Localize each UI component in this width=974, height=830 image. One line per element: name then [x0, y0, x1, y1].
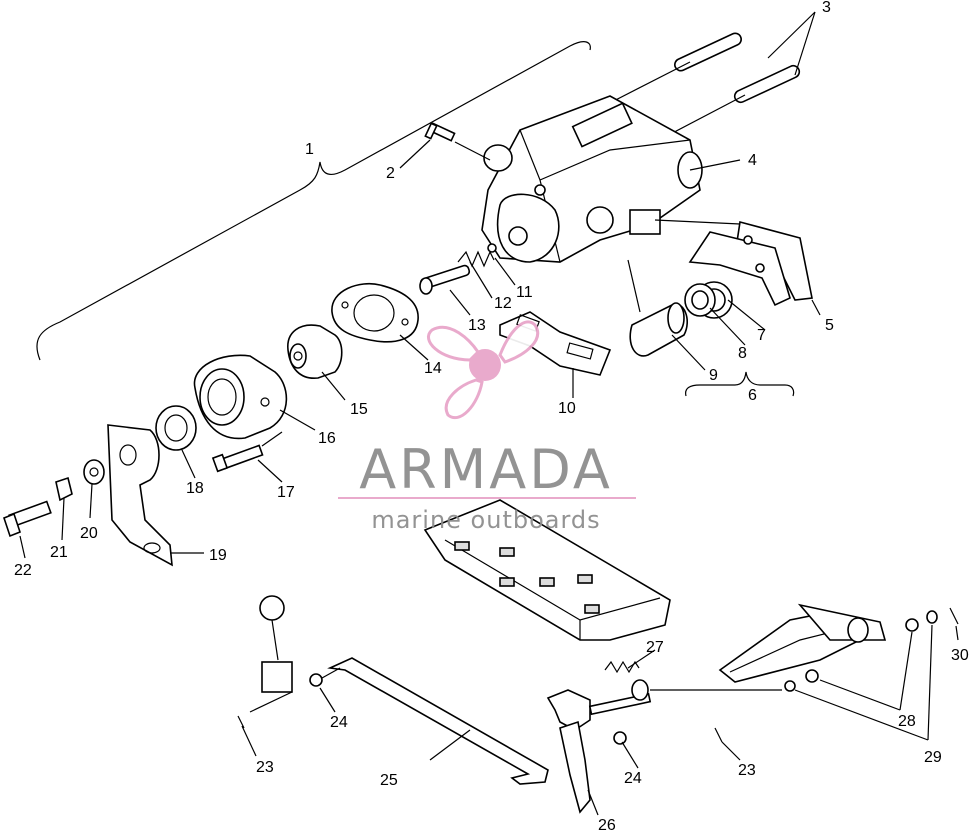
callout-13: 13	[468, 317, 486, 334]
callout-10: 10	[558, 400, 576, 417]
callout-12: 12	[494, 295, 512, 312]
part-2-screw	[424, 122, 491, 161]
part-20-22-fasteners	[3, 459, 105, 538]
callout-17: 17	[277, 484, 295, 501]
callout-9: 9	[709, 367, 718, 384]
watermark-tagline: marine outboards	[371, 506, 600, 534]
callout-24-left: 24	[330, 714, 348, 731]
callout-22: 22	[14, 562, 32, 579]
callout-16: 16	[318, 430, 336, 447]
part-27-spring	[604, 660, 640, 674]
part-25-rod	[309, 657, 549, 785]
callout-labels: 1 2 3 4 5 6 7 8 9 10 11 12 13 14 15 16 1…	[14, 0, 969, 830]
callout-24-right: 24	[624, 770, 642, 787]
callout-18: 18	[186, 480, 204, 497]
watermark: ARMADA marine outboards	[338, 320, 636, 534]
callout-8: 8	[738, 345, 747, 362]
watermark-brand: ARMADA	[359, 438, 613, 501]
part-4-housing	[481, 95, 703, 263]
callout-1: 1	[305, 141, 314, 158]
callout-26: 26	[598, 817, 616, 830]
part-3-pins	[599, 32, 801, 151]
callout-15: 15	[350, 401, 368, 418]
callout-25: 25	[380, 772, 398, 789]
leader-lines	[19, 11, 959, 816]
part-19-bracket	[107, 424, 173, 567]
callout-28: 28	[898, 713, 916, 730]
linkage-left	[237, 595, 293, 729]
callout-23-left: 23	[256, 759, 274, 776]
part-28-30-pedal	[690, 603, 959, 743]
propeller-icon	[427, 320, 540, 420]
part-26-lever	[546, 679, 690, 814]
callout-11: 11	[516, 284, 533, 301]
part-18-washer	[155, 405, 197, 451]
callout-3: 3	[822, 0, 831, 16]
part-5-plate	[654, 219, 813, 307]
callout-23-right: 23	[738, 762, 756, 779]
callout-2: 2	[386, 165, 395, 182]
bracket-assembly-6	[685, 371, 795, 397]
callout-21: 21	[50, 544, 68, 561]
callout-4: 4	[748, 152, 757, 169]
callout-20: 20	[80, 525, 98, 542]
callout-6: 6	[748, 387, 757, 404]
callout-30: 30	[951, 647, 969, 664]
bracket-assembly-1	[36, 41, 591, 361]
callout-7: 7	[757, 327, 766, 344]
part-17-bolt	[211, 431, 283, 473]
part-16-collar	[193, 354, 288, 440]
part-9-cylinder	[627, 259, 688, 357]
callout-19: 19	[209, 547, 227, 564]
footrest-platform	[423, 499, 671, 641]
part-7-8-rings	[684, 281, 733, 319]
part-15-fitting	[287, 324, 343, 379]
callout-27: 27	[646, 639, 664, 656]
part-14-gasket	[331, 283, 419, 343]
callout-29: 29	[924, 749, 942, 766]
part-11-13-spring-plunger	[419, 243, 497, 295]
callout-5: 5	[825, 317, 834, 334]
callout-14: 14	[424, 360, 442, 377]
